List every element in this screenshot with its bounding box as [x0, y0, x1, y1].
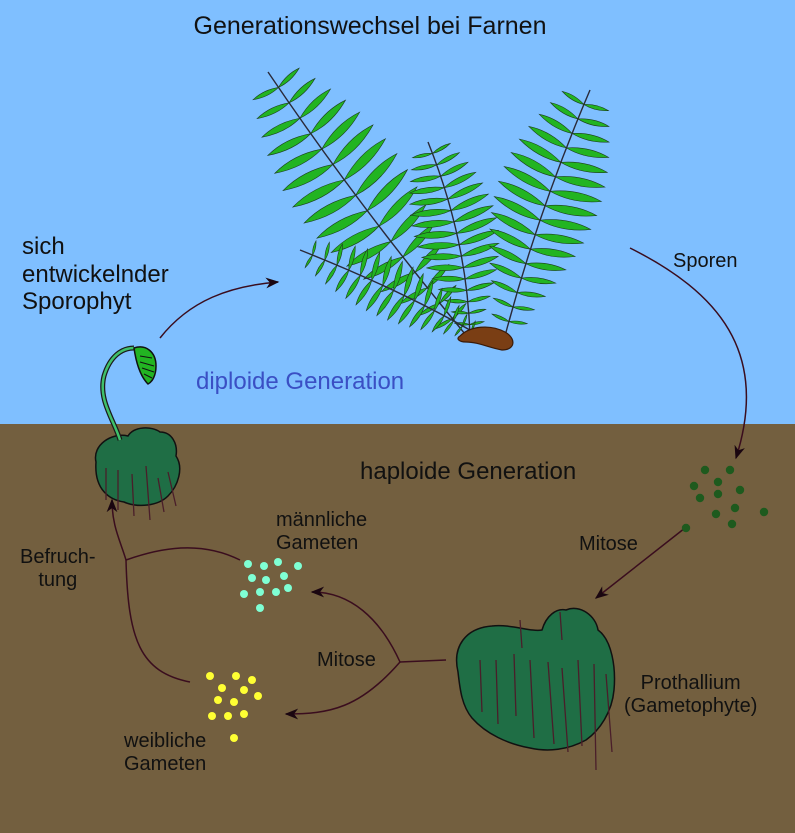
prothallium-label-line1: Prothallium [640, 672, 741, 694]
dot [218, 684, 226, 692]
haploid-generation-label: haploide Generation [360, 458, 577, 485]
prothallium-label-line2: (Gametophyte) [624, 695, 758, 717]
dot [713, 477, 723, 487]
fern-sporophyte [252, 67, 611, 351]
young-sporophyte-label-line2: entwickelnder [22, 260, 169, 288]
arrow-fertilization [125, 547, 241, 561]
diploid-generation-label: diploide Generation [196, 368, 405, 395]
dot [230, 734, 238, 742]
female-gametes-label-line1: weibliche [124, 730, 207, 752]
dot [248, 574, 256, 582]
male-gamete-cluster [240, 558, 302, 612]
dot [248, 676, 256, 684]
spore-cluster [681, 465, 769, 533]
female-gametes-label: weibliche Gameten [124, 730, 206, 776]
dot [262, 576, 270, 584]
prothallium-gametophyte [455, 607, 616, 771]
mitosis-gametes-label: Mitose [317, 649, 376, 671]
dot [260, 562, 268, 570]
young-sporophyte-label-line1: sich [22, 233, 65, 260]
dot [240, 590, 248, 598]
dot [256, 588, 264, 596]
arrow-spores [629, 247, 748, 460]
dot [214, 696, 222, 704]
dot [695, 493, 705, 503]
dot [254, 692, 262, 700]
female-gametes-label-line2: Gameten [124, 753, 207, 775]
arrow-spore-mitosis [594, 527, 686, 599]
dot [700, 465, 710, 475]
dot [256, 604, 264, 612]
dot [232, 672, 240, 680]
dot [735, 485, 745, 495]
arrow-gamete-production [399, 659, 447, 663]
dot [727, 519, 737, 529]
young-sporophyte-label-line3: Sporophyt [22, 288, 132, 316]
fern-frond [299, 239, 481, 341]
young-sporophyte [94, 345, 181, 521]
arrow-sporophyte-growth [159, 277, 280, 339]
rhizome [457, 326, 514, 351]
dot [725, 465, 735, 475]
dot [294, 562, 302, 570]
dot [240, 686, 248, 694]
dot [230, 698, 238, 706]
male-gametes-label: männliche Gameten [276, 509, 367, 555]
diagram-title: Generationswechsel bei Farnen [193, 12, 547, 40]
dot [224, 712, 232, 720]
male-gametes-label-line2: Gameten [276, 532, 359, 554]
fertilization-label: Befruch- tung [20, 546, 96, 592]
dot [284, 584, 292, 592]
dot [689, 481, 699, 491]
dot [759, 507, 769, 517]
young-sporophyte-label: sich entwickelnder Sporophyt [22, 233, 169, 316]
dot [208, 712, 216, 720]
dot [240, 710, 248, 718]
dot [711, 509, 721, 519]
dot [730, 503, 740, 513]
fertilization-label-line1: Befruch- [20, 546, 96, 568]
fertilization-label-line2: tung [38, 569, 78, 591]
male-gametes-label-line1: männliche [276, 509, 368, 531]
dot [206, 672, 214, 680]
dot [280, 572, 288, 580]
dot [274, 558, 282, 566]
fern-frond [488, 89, 611, 337]
dot [681, 523, 691, 533]
dot [244, 560, 252, 568]
mitosis-spores-label: Mitose [579, 533, 638, 555]
dot [272, 588, 280, 596]
spores-label: Sporen [673, 250, 738, 272]
female-gamete-cluster [206, 672, 262, 742]
dot [713, 489, 723, 499]
cycle-arrows [106, 247, 748, 720]
prothallium-label: Prothallium (Gametophyte) [624, 672, 757, 718]
